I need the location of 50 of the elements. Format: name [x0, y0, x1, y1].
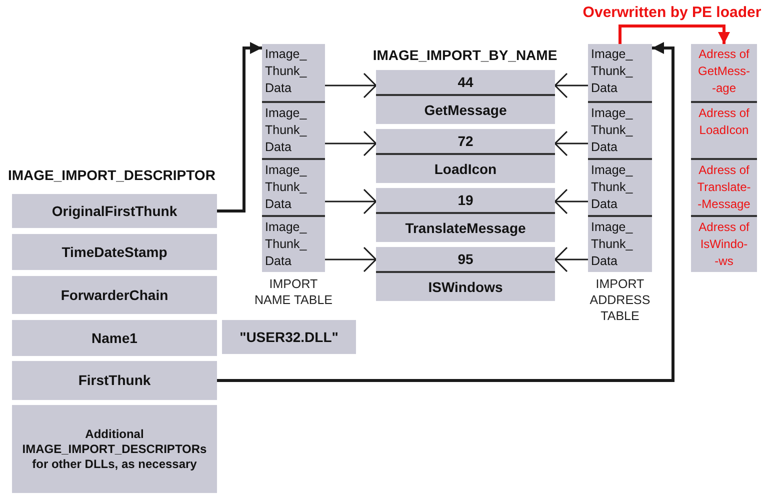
entry-number: 19 — [376, 188, 555, 214]
entry-name: GetMessage — [423, 101, 508, 120]
entry-number: 72 — [376, 129, 555, 155]
thunk-entry: Image_ Thunk_ Data — [588, 158, 652, 215]
connector-arrow — [554, 72, 588, 98]
import-by-name-entry — [376, 70, 555, 124]
connector-arrow — [554, 246, 588, 272]
table-caption: IMPORT NAME TABLE — [253, 276, 334, 308]
edge-label: Overwritten by PE loader — [582, 4, 762, 22]
thunk-entry: Image_ Thunk_ Data — [588, 44, 652, 101]
connector-arrow — [217, 42, 674, 382]
connector-arrow — [554, 130, 588, 156]
descriptor-field: OriginalFirstThunk — [12, 194, 217, 228]
section-heading: IMAGE_IMPORT_DESCRIPTOR — [8, 167, 216, 184]
address-entry: Adress of IsWindo- -ws — [691, 215, 757, 272]
entry-name: TranslateMessage — [404, 219, 527, 238]
connector-arrow — [325, 246, 377, 272]
connector-arrow — [325, 130, 377, 156]
address-column — [691, 44, 757, 272]
import-by-name-entry — [376, 188, 555, 242]
section-heading: IMAGE_IMPORT_BY_NAME — [372, 47, 558, 64]
address-entry: Adress of LoadIcon — [691, 101, 757, 158]
descriptor-field: Name1 — [12, 320, 217, 356]
connector-arrow — [554, 188, 588, 214]
thunk-entry: Image_ Thunk_ Data — [262, 101, 325, 158]
entry-name: LoadIcon — [433, 160, 498, 179]
descriptor-field: FirstThunk — [12, 361, 217, 400]
entry-number: 95 — [376, 247, 555, 273]
thunk-entry: Image_ Thunk_ Data — [588, 101, 652, 158]
thunk-entry: Image_ Thunk_ Data — [262, 215, 325, 272]
connector-arrow — [618, 24, 730, 44]
thunk-entry: Image_ Thunk_ Data — [262, 158, 325, 215]
table-caption: IMPORT ADDRESS TABLE — [588, 276, 652, 324]
import-address-table — [588, 44, 652, 272]
descriptor-field: Additional IMAGE_IMPORT_DESCRIPTORs for other DLLs, as necessary — [12, 405, 217, 493]
string-field: "USER32.DLL" — [222, 320, 356, 354]
thunk-entry: Image_ Thunk_ Data — [588, 215, 652, 272]
address-entry: Adress of GetMess- -age — [691, 44, 757, 101]
connector-arrow — [325, 72, 377, 98]
descriptor-field: ForwarderChain — [12, 276, 217, 314]
import-by-name-entry — [376, 129, 555, 183]
connector-arrow — [217, 42, 262, 212]
address-entry: Adress of Translate- -Message — [691, 158, 757, 215]
import-name-table — [262, 44, 325, 272]
thunk-entry: Image_ Thunk_ Data — [262, 44, 325, 101]
connector-arrow — [325, 188, 377, 214]
entry-name: ISWindows — [427, 278, 504, 297]
entry-number: 44 — [376, 70, 555, 96]
descriptor-field: TimeDateStamp — [12, 234, 217, 270]
import-by-name-entry — [376, 247, 555, 301]
